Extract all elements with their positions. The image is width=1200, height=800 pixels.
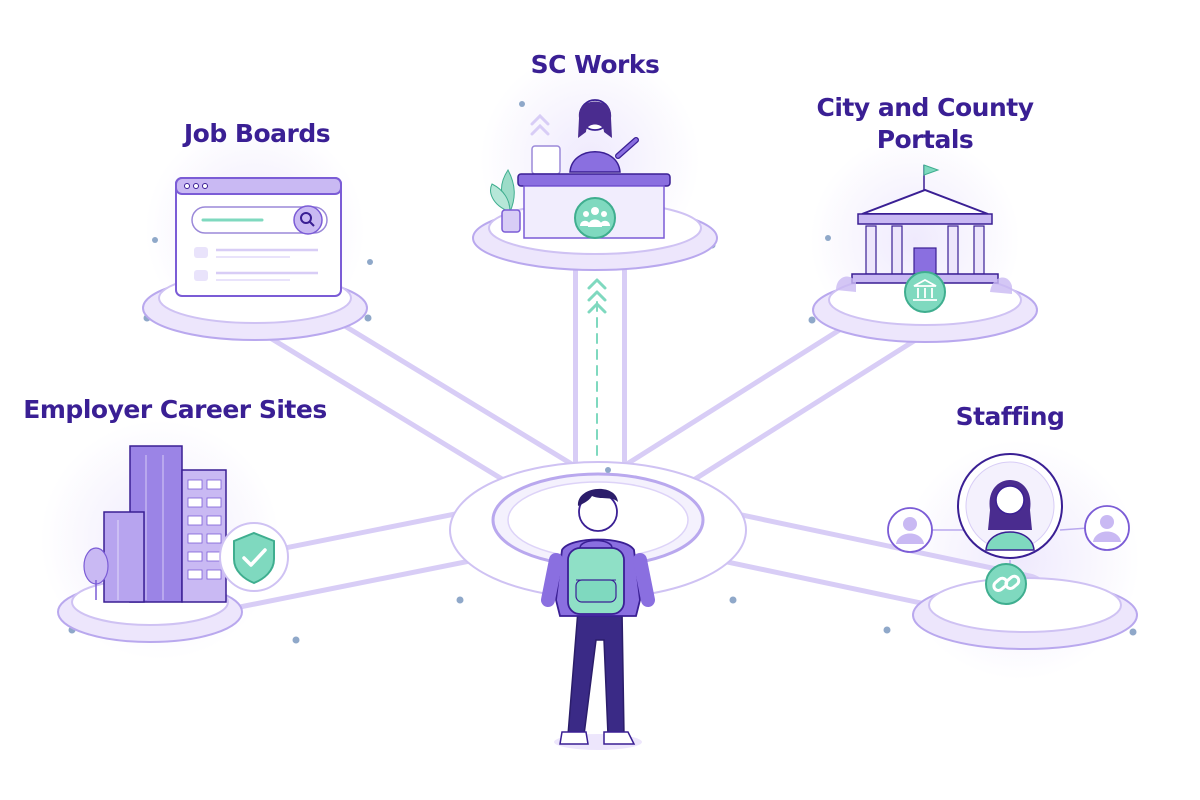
sc-works-node <box>472 99 718 271</box>
office-building <box>83 445 227 603</box>
job-seeker-figure <box>541 488 655 750</box>
employer-sites-label: Employer Career Sites <box>23 395 327 424</box>
staffing-label: Staffing <box>955 402 1065 431</box>
link-glyph <box>992 574 1021 592</box>
bank-glyph <box>913 278 937 301</box>
staffing-node <box>887 453 1138 650</box>
employer-sites-node <box>57 445 289 643</box>
city-county-node <box>812 164 1038 343</box>
checkmark-glyph <box>242 548 267 567</box>
shield-check-icon <box>233 531 275 585</box>
chevron-up-icon <box>587 278 607 314</box>
sc-works-label: SC Works <box>530 50 660 79</box>
job-boards-node <box>142 177 368 341</box>
browser-window <box>175 177 342 297</box>
people-group-glyph <box>580 207 610 227</box>
people-group-icon <box>574 197 616 239</box>
city-county-label: City and County Portals <box>816 93 1035 154</box>
job-boards-label: Job Boards <box>183 119 331 148</box>
search-icon <box>300 212 315 227</box>
